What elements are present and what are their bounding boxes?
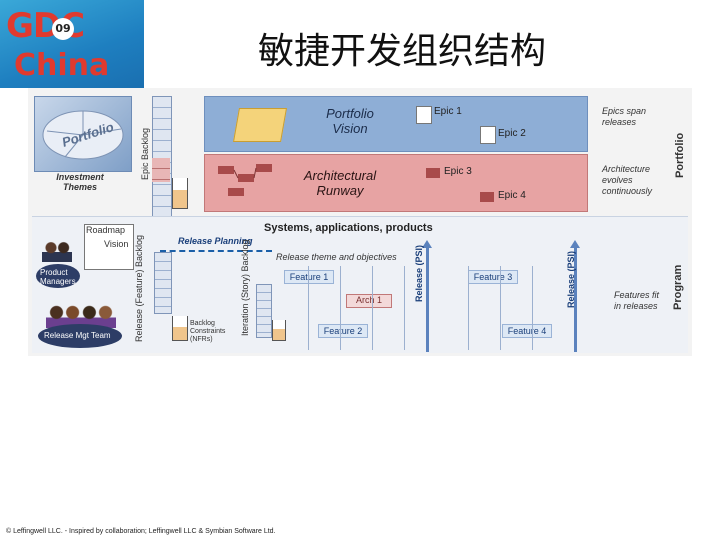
investment-themes-label: Investment Themes: [52, 172, 108, 192]
feature-2-box: Feature 2: [318, 324, 368, 338]
release-theme-label: Release theme and objectives: [276, 252, 397, 262]
epic-backlog-stack-red: [152, 158, 170, 182]
iteration-tick-2: [340, 266, 341, 350]
feature-3-box: Feature 3: [468, 270, 518, 284]
iteration-backlog-stack: [256, 284, 272, 338]
gdc-china-logo: GDC 09 China: [0, 0, 144, 88]
portfolio-thumbnail: Portfolio: [34, 96, 132, 172]
logo-sub: China: [14, 48, 109, 83]
program-side-label: Program: [672, 265, 684, 310]
release-backlog-stack: [154, 252, 172, 314]
iteration-tick-1: [308, 266, 309, 350]
epic-3-marker: [426, 168, 440, 178]
epic-2-doc-icon: [480, 126, 496, 144]
backlog-beaker-icon: [172, 178, 188, 209]
backlog-constraints-label: Backlog Constraints (NFRs): [190, 320, 236, 344]
feature-1-box: Feature 1: [284, 270, 334, 284]
portfolio-vision-title: Portfolio Vision: [310, 106, 390, 136]
iteration-beaker-icon: [272, 320, 286, 341]
epic-1-doc-icon: [416, 106, 432, 124]
arch-1-label: Arch 1: [356, 295, 382, 305]
feature-4-box: Feature 4: [502, 324, 552, 338]
slide-title: 敏捷开发组织结构: [258, 22, 546, 74]
release-feature-backlog-label: Release (Feature) Backlog: [134, 235, 144, 342]
roadmap-label: Roadmap: [86, 225, 125, 235]
epics-span-releases-note: Epics span releases: [602, 106, 666, 128]
epic-1-label: Epic 1: [434, 106, 462, 117]
iteration-tick-4: [404, 266, 405, 350]
release-psi-1-arrow: [426, 246, 429, 352]
release-backlog-beaker-icon: [172, 316, 188, 341]
release-psi-2-arrowhead: [570, 240, 580, 248]
iteration-tick-5: [468, 266, 469, 350]
iteration-tick-7: [532, 266, 533, 350]
portfolio-side-label: Portfolio: [674, 133, 686, 178]
architectural-runway-title: Architectural Runway: [290, 168, 390, 198]
epic-3-label: Epic 3: [444, 166, 472, 177]
architecture-blocks-icon: [216, 162, 276, 202]
epic-4-label: Epic 4: [498, 190, 526, 201]
logo-year: 09: [52, 18, 74, 40]
product-managers-label: Product Managers: [40, 268, 80, 286]
epic-backlog-label: Epic Backlog: [140, 128, 150, 180]
product-managers-icon: [42, 240, 72, 262]
scaled-agile-diagram: Portfolio Investment Themes Epic Backlog…: [28, 88, 692, 356]
folder-icon: [233, 108, 287, 142]
epic-backlog-stack: [152, 96, 172, 218]
epic-4-marker: [480, 192, 494, 202]
program-header: Systems, applications, products: [264, 222, 433, 234]
release-psi-1-label: Release (PSI): [414, 245, 424, 302]
iteration-tick-6: [500, 266, 501, 350]
features-fit-note: Features fit in releases: [614, 290, 666, 312]
copyright-footer: © Leffingwell LLC. - Inspired by collabo…: [6, 528, 276, 535]
epic-2-label: Epic 2: [498, 128, 526, 139]
architecture-evolves-note: Architecture evolves continuously: [602, 164, 666, 197]
iteration-story-backlog-label: Iteration (Story) Backlog: [240, 239, 250, 336]
iteration-tick-3: [372, 266, 373, 350]
release-planning-dashed-line: [160, 250, 272, 282]
release-psi-2-label: Release (PSI): [566, 251, 576, 308]
release-mgt-team-label: Release Mgt Team: [44, 331, 111, 340]
vision-label: Vision: [104, 239, 128, 249]
